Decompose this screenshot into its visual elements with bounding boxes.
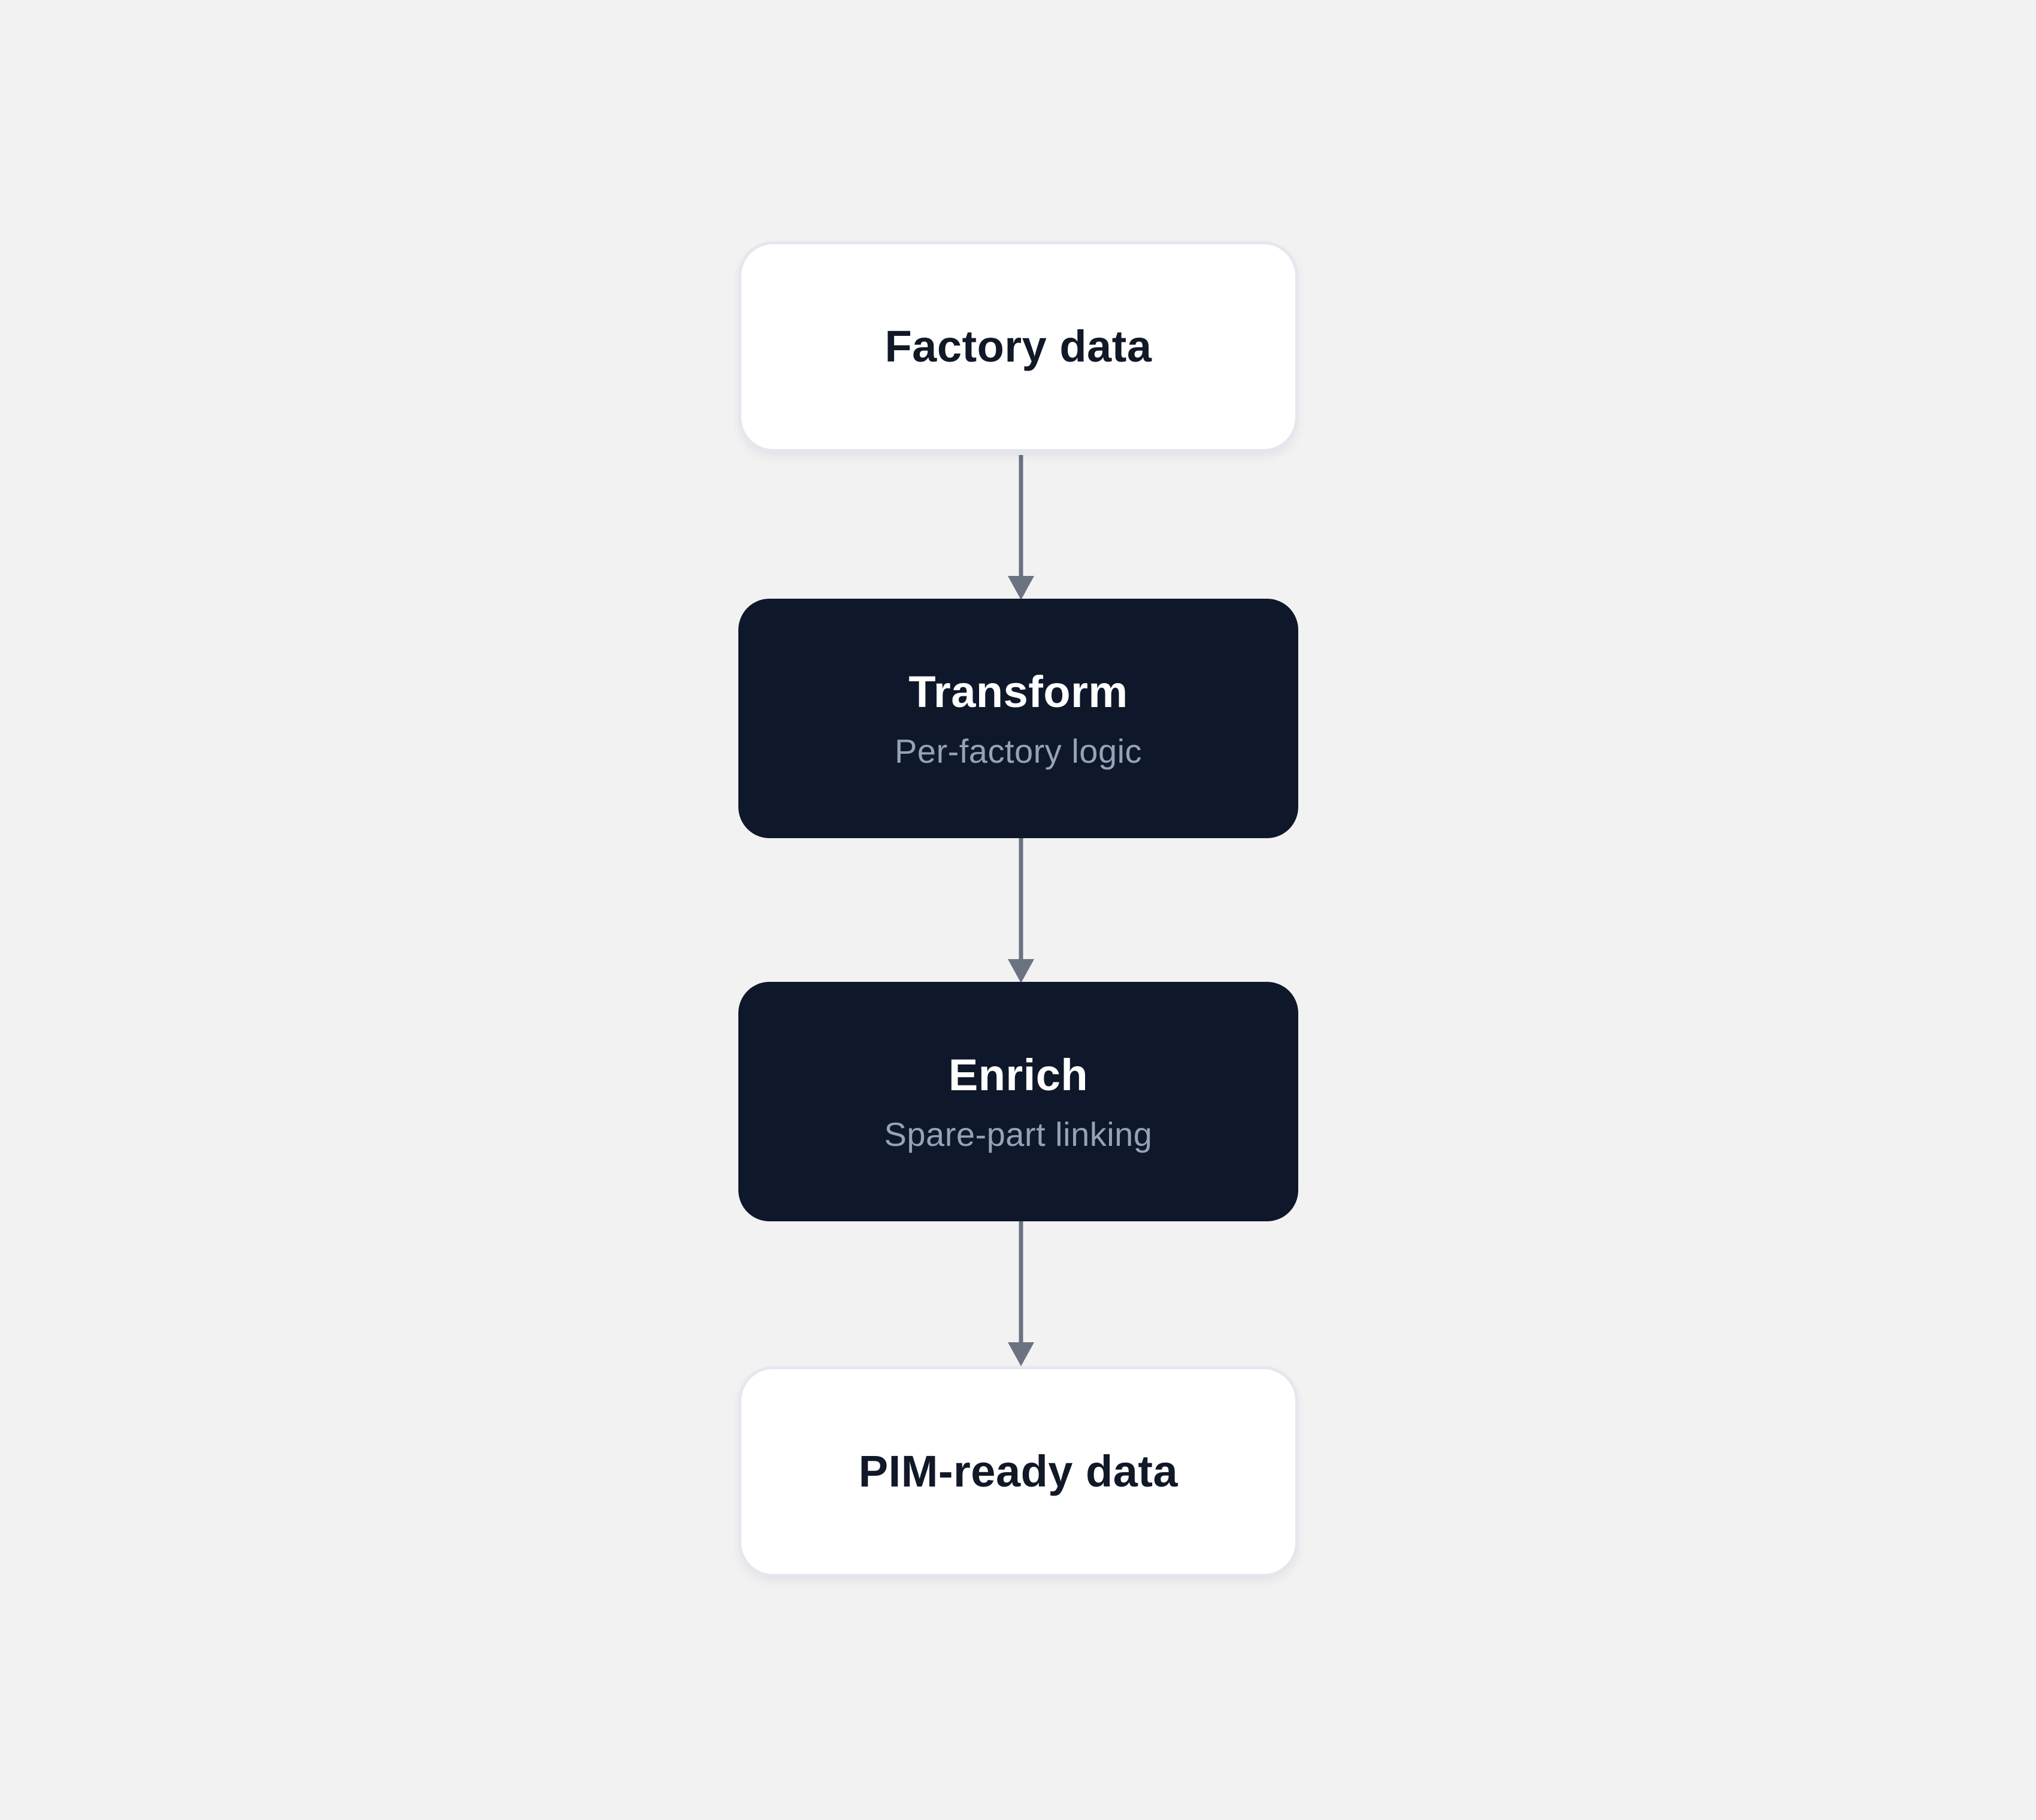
node-enrich[interactable]: Enrich Spare-part linking	[738, 982, 1298, 1221]
arrowhead-icon	[1008, 576, 1034, 600]
node-factory-data[interactable]: Factory data	[738, 241, 1298, 452]
arrowhead-icon	[1008, 959, 1034, 983]
node-title: Factory data	[884, 321, 1152, 372]
node-title: PIM-ready data	[858, 1446, 1178, 1497]
node-subtitle: Spare-part linking	[884, 1115, 1153, 1153]
edge-factory-to-transform	[1008, 455, 1034, 600]
node-subtitle: Per-factory logic	[894, 732, 1143, 770]
edge-transform-to-enrich	[1008, 838, 1034, 983]
node-transform[interactable]: Transform Per-factory logic	[738, 599, 1298, 838]
node-pim-ready-data[interactable]: PIM-ready data	[738, 1366, 1298, 1577]
node-title: Enrich	[948, 1049, 1089, 1100]
arrowhead-icon	[1008, 1342, 1034, 1366]
node-title: Transform	[908, 666, 1128, 717]
edge-enrich-to-pim	[1008, 1221, 1034, 1366]
